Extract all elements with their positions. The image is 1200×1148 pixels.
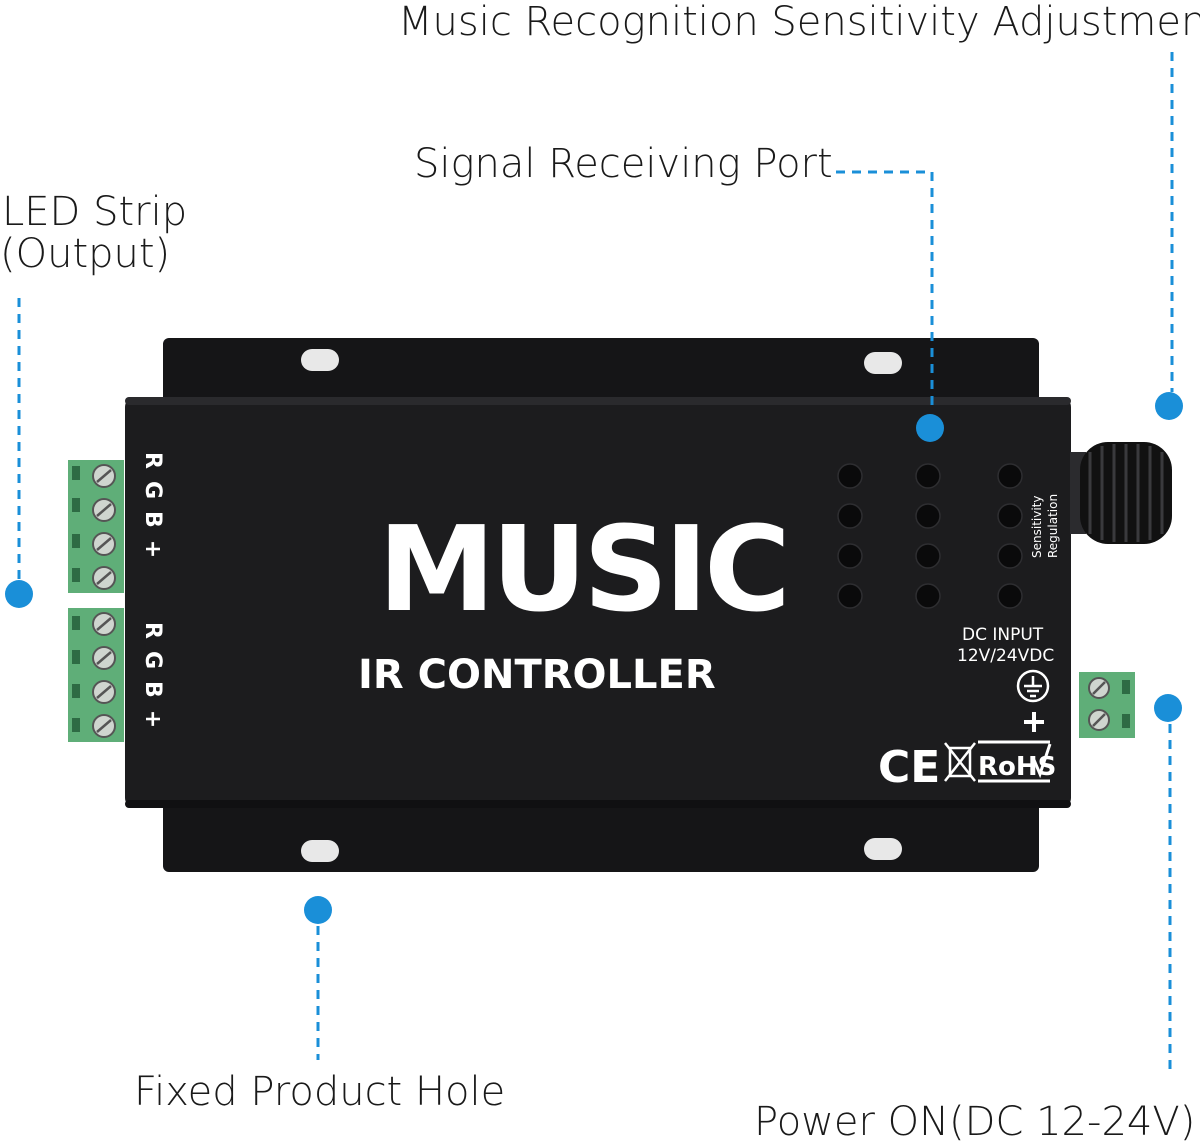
plus-icon bbox=[1024, 712, 1044, 732]
microphone-holes bbox=[837, 463, 1023, 609]
knob-label-line1: Sensitivity bbox=[1030, 496, 1044, 558]
mounting-hole-top-left bbox=[301, 349, 339, 371]
dc-input-line1: DC INPUT bbox=[962, 625, 1044, 645]
fixed-hole-label: Fixed Product Hole bbox=[134, 1069, 506, 1115]
signal-port-label: Signal Receiving Port bbox=[414, 141, 833, 187]
rgb-terminal-block-top bbox=[68, 460, 124, 593]
callout-dot-sensitivity bbox=[1155, 392, 1183, 420]
music-sensitivity-label: Music Recognition Sensitivity Adjustment bbox=[398, 0, 1200, 45]
weee-bin-icon bbox=[944, 742, 976, 782]
knob-label-line2: Regulation bbox=[1046, 494, 1060, 558]
led-strip-label-line2: (Output) bbox=[0, 231, 171, 277]
music-logo: MUSIC bbox=[378, 500, 787, 638]
rgb-terminal-block-bottom bbox=[68, 608, 124, 742]
power-on-label: Power ON(DC 12-24V) bbox=[754, 1099, 1196, 1145]
model-text: IR CONTROLLER bbox=[358, 652, 716, 698]
led-strip-label-line1: LED Strip bbox=[2, 189, 188, 235]
terminal-top-label: RGB+ bbox=[140, 452, 165, 570]
rohs-check-icon bbox=[978, 740, 1052, 783]
callout-dot-power bbox=[1154, 694, 1182, 722]
mounting-hole-bottom-right bbox=[864, 838, 902, 860]
mounting-hole-bottom-left bbox=[301, 840, 339, 862]
ground-icon bbox=[1016, 669, 1050, 703]
callout-dot-fixed-hole bbox=[304, 896, 332, 924]
ce-mark: CE bbox=[878, 742, 940, 793]
callout-line-signal-port bbox=[836, 170, 934, 412]
controller-body bbox=[125, 397, 1071, 808]
power-terminal-block bbox=[1079, 672, 1135, 738]
dc-input-line2: 12V/24VDC bbox=[957, 646, 1054, 666]
callout-dot-signal-port bbox=[916, 414, 944, 442]
callout-dot-led-strip bbox=[5, 580, 33, 608]
sensitivity-knob[interactable] bbox=[1070, 442, 1172, 544]
mounting-hole-top-right bbox=[864, 352, 902, 374]
terminal-bottom-label: RGB+ bbox=[140, 622, 165, 740]
